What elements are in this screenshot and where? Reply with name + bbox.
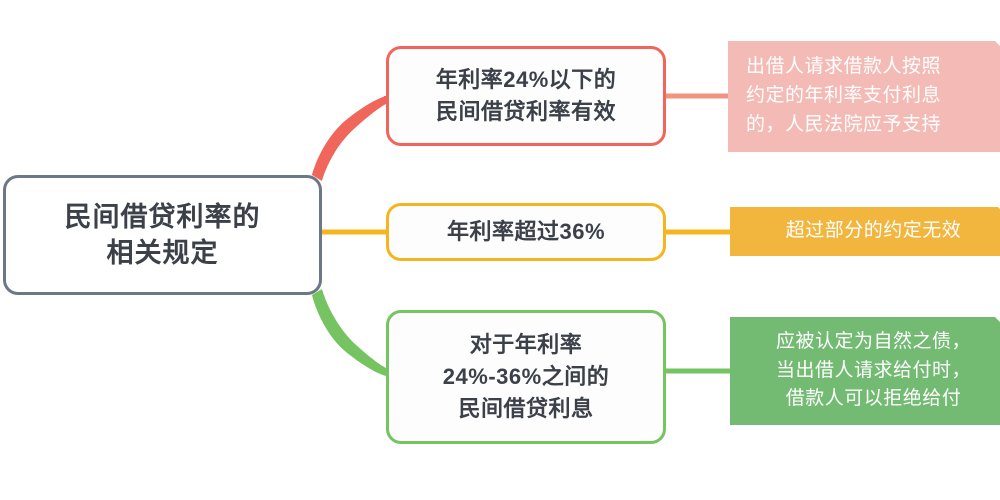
branch-node-2-label: 年利率超过36%: [446, 219, 606, 245]
connector-root-to-branch-1: [312, 96, 386, 181]
connector-root-to-branch-3: [312, 289, 386, 376]
leaf-node-2-label: 超过部分的约定无效: [785, 220, 962, 242]
root-node-label: 民间借贷利率的相关规定: [64, 201, 261, 268]
leaf-node-3[interactable]: 应被认定为自然之债，当出借人请求给付时，借款人可以拒绝给付: [730, 317, 1000, 425]
branch-node-1[interactable]: 年利率24%以下的民间借贷利率有效: [386, 46, 666, 146]
root-node[interactable]: 民间借贷利率的相关规定: [3, 175, 322, 295]
branch-node-2[interactable]: 年利率超过36%: [386, 203, 666, 261]
leaf-node-1-label: 出借人请求借款人按照约定的年利率支付利息的，人民法院应予支持: [746, 56, 942, 135]
leaf-node-3-label: 应被认定为自然之债，当出借人请求给付时，借款人可以拒绝给付: [775, 330, 971, 410]
leaf-node-1[interactable]: 出借人请求借款人按照约定的年利率支付利息的，人民法院应予支持: [728, 41, 1000, 152]
leaf-node-2[interactable]: 超过部分的约定无效: [730, 207, 1000, 256]
branch-node-1-label: 年利率24%以下的民间借贷利率有效: [435, 67, 617, 124]
